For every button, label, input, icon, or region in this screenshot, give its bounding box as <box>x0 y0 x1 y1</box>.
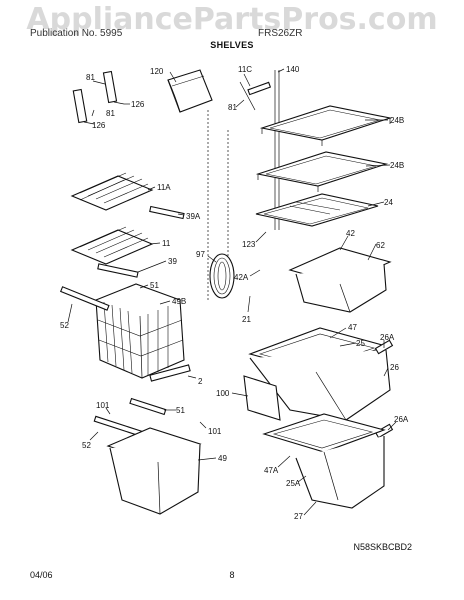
callout-labels: 81 126 81 126 120 11C 140 81 24B 24B 24 … <box>60 65 409 521</box>
callout: 126 <box>131 100 145 109</box>
callout: 49 <box>218 454 227 463</box>
callout: 39A <box>186 212 201 221</box>
bracket-81-126 <box>72 70 125 125</box>
callout: 2 <box>198 377 203 386</box>
page-number: 8 <box>229 570 235 580</box>
callout: 120 <box>150 67 164 76</box>
callout: 47 <box>348 323 357 332</box>
side-panel-100 <box>243 375 281 421</box>
callout: 24 <box>384 198 393 207</box>
slide-rail-51-lower <box>129 397 167 416</box>
glass-shelf-24 <box>255 193 379 227</box>
callout: 123 <box>242 240 256 249</box>
drawer-bin-49 <box>106 427 202 515</box>
callout: 100 <box>216 389 230 398</box>
leader-lines <box>67 68 397 516</box>
callout: 11 <box>162 239 171 248</box>
callout: 24B <box>390 116 404 125</box>
wire-basket-49b <box>94 283 185 379</box>
wire-shelf-11a <box>70 172 154 211</box>
model-number: FRS26ZR <box>258 28 303 39</box>
callout: 52 <box>82 441 91 450</box>
callout: 24B <box>390 161 404 170</box>
callout: 26A <box>394 415 409 424</box>
crisper-pan-27 <box>262 413 386 509</box>
glass-shelf-24b-lower <box>255 151 389 192</box>
callout: 126 <box>92 121 106 130</box>
callout: 81 <box>86 73 95 82</box>
trim-2 <box>149 364 191 382</box>
callout: 11A <box>157 183 171 192</box>
callout: 42A <box>234 273 249 282</box>
callout: 101 <box>208 427 222 436</box>
coil-97 <box>209 253 235 299</box>
callout: 51 <box>176 406 185 415</box>
wire-shelf-11 <box>70 226 154 265</box>
footer-date: 04/06 <box>30 570 53 580</box>
callout: 39 <box>168 257 177 266</box>
shelf-rail-140 <box>207 70 280 300</box>
callout: 21 <box>242 315 251 324</box>
callout: 25A <box>286 479 301 488</box>
trim-39a <box>149 205 185 220</box>
callout: 47A <box>264 466 279 475</box>
callout: 101 <box>96 401 110 410</box>
callout: 42 <box>346 229 355 238</box>
callout: 11C <box>238 65 252 74</box>
section-title: SHELVES <box>210 40 254 50</box>
callout: 52 <box>60 321 69 330</box>
callout: 26 <box>390 363 399 372</box>
slide-rail-52-upper <box>59 286 110 311</box>
door-bin-120 <box>167 69 213 113</box>
callout: 81 <box>106 109 115 118</box>
callout: 97 <box>196 250 205 259</box>
callout: 49B <box>172 297 186 306</box>
callout: 62 <box>376 241 385 250</box>
callout: 27 <box>294 512 303 521</box>
clip-11c <box>247 81 272 96</box>
crisper-drawer-42 <box>288 247 392 313</box>
callout: 51 <box>150 281 159 290</box>
trim-39 <box>97 263 139 278</box>
crisper-pan-47 <box>248 327 391 421</box>
callout: 81 <box>228 103 237 112</box>
glass-shelf-24b-upper <box>259 105 393 146</box>
callout: 140 <box>286 65 300 74</box>
publication-number: Publication No. 5995 <box>30 28 123 39</box>
watermark: AppliancePartsPros.com <box>26 2 438 37</box>
callout: 26A <box>380 333 395 342</box>
callout: 25 <box>356 339 365 348</box>
diagram-code: N58SKBCBD2 <box>353 542 412 552</box>
